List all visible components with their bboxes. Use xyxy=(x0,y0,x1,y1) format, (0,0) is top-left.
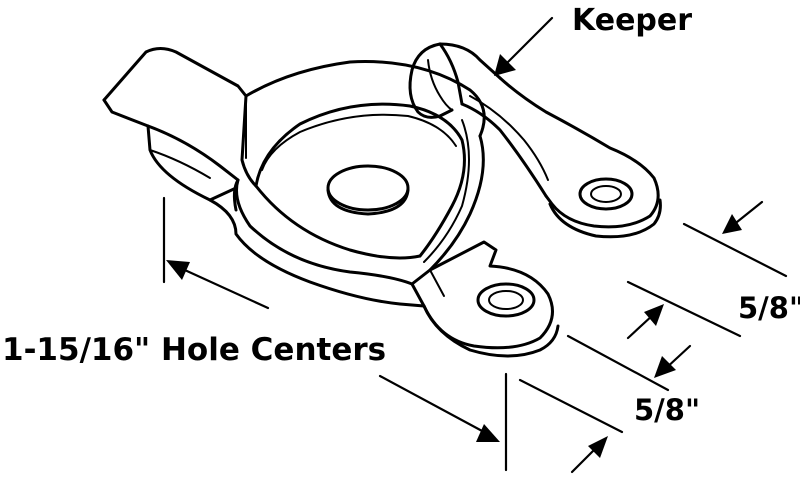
center-rivet xyxy=(326,164,410,212)
lower-dimension-label: 5/8" xyxy=(634,393,700,427)
cam-outer-edge xyxy=(244,60,486,138)
keeper xyxy=(408,42,662,239)
hole-centers-arrow-right xyxy=(476,424,500,442)
upper-arrow-bottom xyxy=(644,304,664,326)
lower-five-eighths-dimension: 5/8" xyxy=(518,334,700,474)
keeper-arrowhead xyxy=(494,54,516,76)
sash-lock-body xyxy=(102,47,560,358)
upper-dimension-label: 5/8" xyxy=(738,291,800,325)
hole-centers-dimension: 1-15/16" Hole Centers xyxy=(2,196,508,472)
hole-centers-label: 1-15/16" Hole Centers xyxy=(2,332,386,368)
body-screw-hole xyxy=(476,282,536,318)
keeper-callout: Keeper xyxy=(494,3,692,76)
upper-five-eighths-dimension: 5/8" xyxy=(626,200,800,340)
keeper-label: Keeper xyxy=(572,3,692,38)
keeper-screw-hole xyxy=(578,177,634,211)
lower-arrow-top xyxy=(654,356,676,378)
lower-arrow-bottom xyxy=(588,436,608,458)
cam-lever xyxy=(102,47,258,188)
cam-dish xyxy=(254,102,466,258)
upper-arrow-top xyxy=(722,214,742,234)
hole-centers-arrow-left xyxy=(166,260,190,280)
